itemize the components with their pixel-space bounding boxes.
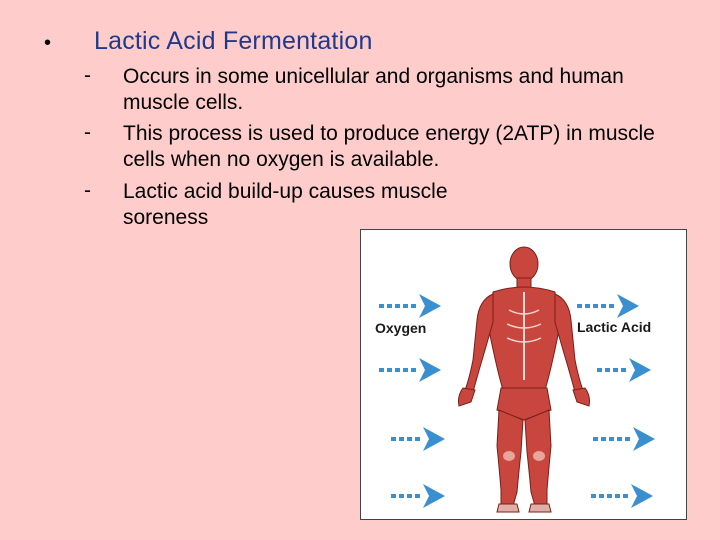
point-3-text: Lactic acid build-up causes muscle soren… — [123, 180, 448, 229]
point-2-text: This process is used to produce energy (… — [123, 122, 655, 171]
point-1-text: Occurs in some unicellular and organisms… — [123, 65, 624, 114]
dash-2: - — [84, 121, 91, 144]
lactic-acid-label: Lactic Acid — [577, 319, 652, 335]
oxygen-label: Oxygen — [375, 320, 427, 336]
lactic-acid-arrows — [577, 294, 655, 508]
muscle-oxygen-illustration: Oxygen Lactic Acid — [360, 229, 687, 520]
bullet-dot: • — [44, 32, 52, 54]
oxygen-arrows — [379, 294, 445, 508]
human-muscle-figure-icon — [379, 246, 655, 513]
dash-1: - — [84, 64, 91, 87]
dash-3: - — [84, 179, 91, 202]
muscle-body — [458, 246, 590, 513]
slide-title: Lactic Acid Fermentation — [94, 27, 373, 55]
